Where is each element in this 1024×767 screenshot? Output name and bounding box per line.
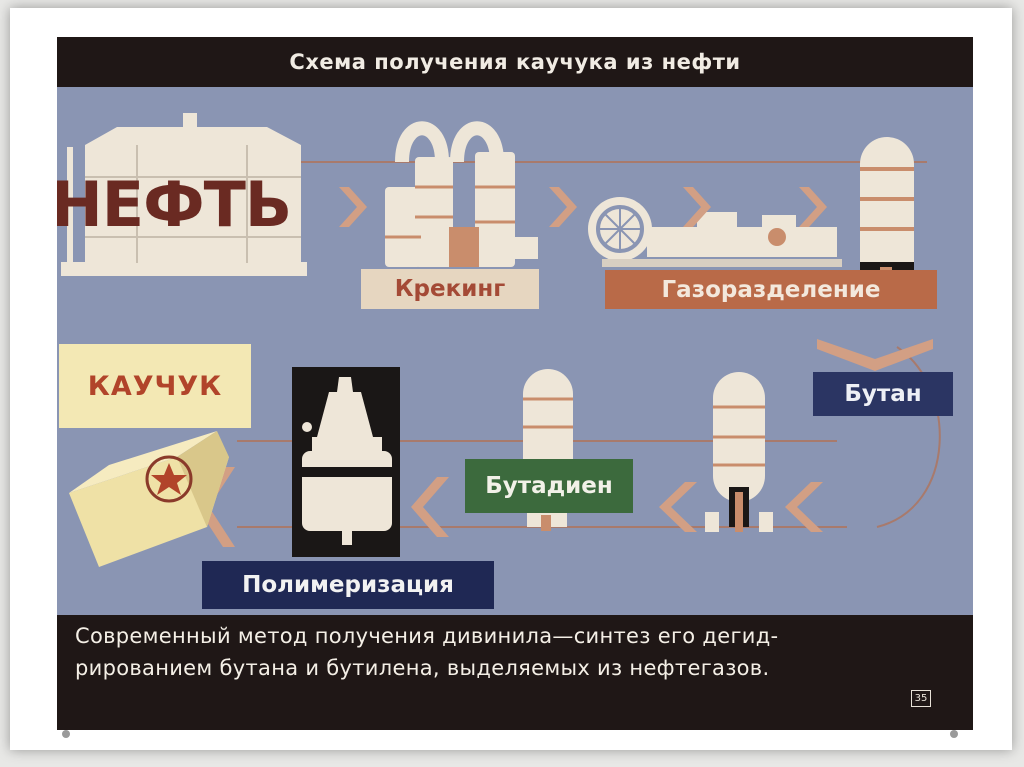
diagram-drawing <box>61 113 941 567</box>
butane-label: Бутан <box>813 372 953 416</box>
chevrons-top <box>339 187 827 227</box>
page-number: 35 <box>911 690 931 707</box>
caption-line-2: рированием бутана и бутилена, выделяемых… <box>75 656 770 680</box>
cracking-label: Крекинг <box>361 269 539 309</box>
cracking-columns <box>385 121 538 267</box>
dehydrogenation-vessel <box>705 372 773 532</box>
polymerization-reactor <box>292 367 400 557</box>
rubber-label: КАУЧУК <box>59 344 251 428</box>
caption-line-1: Современный метод получения дивинила—син… <box>75 624 779 648</box>
gas-separation-label: Газоразделение <box>605 270 937 309</box>
slide: Схема получения каучука из нефти <box>57 37 973 730</box>
slide-caption: Современный метод получения дивинила—син… <box>75 620 955 684</box>
slide-title: Схема получения каучука из нефти <box>289 50 741 74</box>
frame-pin-right <box>950 730 958 738</box>
chevron-down <box>817 339 933 371</box>
butadiene-label: Бутадиен <box>465 459 633 513</box>
rubber-bale <box>69 431 229 567</box>
polymerization-label: Полимеризация <box>202 561 494 609</box>
gas-separation-machinery <box>588 197 842 267</box>
diagram-panel: НЕФТЬ Крекинг Газоразделение Бутан Бутад… <box>57 87 973 615</box>
frame-pin-left <box>62 730 70 738</box>
oil-tank <box>61 113 307 276</box>
oil-label: НЕФТЬ <box>57 167 292 241</box>
